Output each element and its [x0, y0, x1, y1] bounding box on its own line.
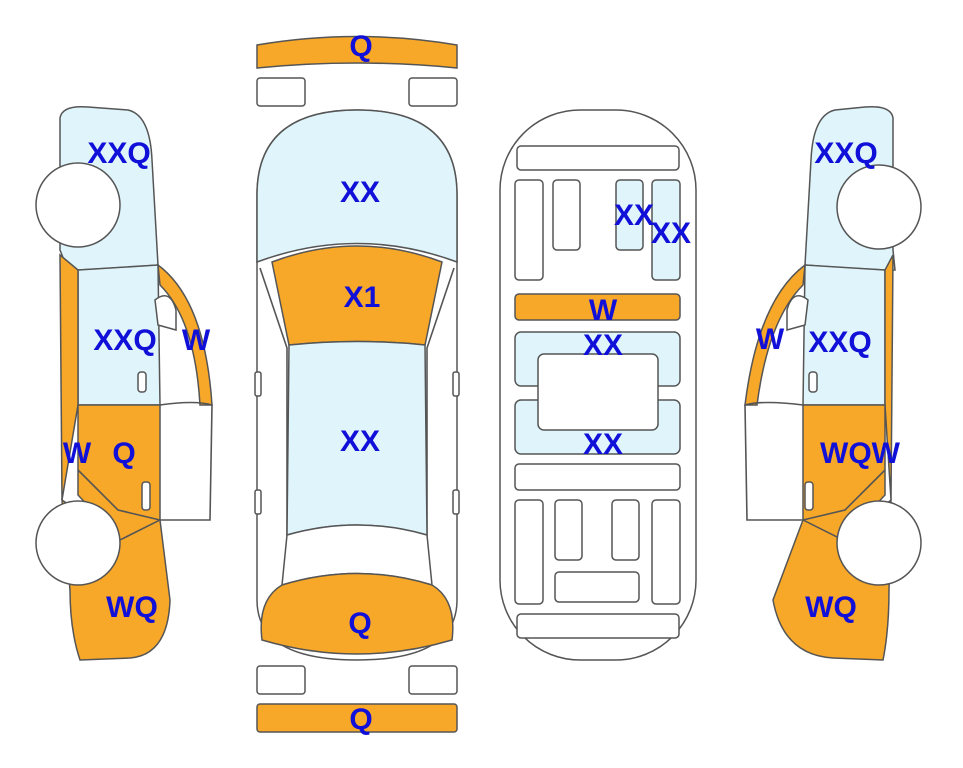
label-interior-front-seat-b: XX [651, 217, 691, 250]
dashboard[interactable] [514, 293, 681, 321]
right-front-wheel [836, 164, 922, 250]
label-left-front-fender: XXQ [87, 137, 150, 170]
label-roof: XX [340, 425, 380, 458]
rear-left-lamp [256, 665, 306, 695]
rear-right-lamp [408, 665, 458, 695]
left-a-pillar[interactable] [157, 263, 213, 406]
label-left-rocker: W [63, 437, 92, 470]
label-front-bumper: Q [349, 30, 372, 63]
label-right-front-door: XXQ [808, 326, 871, 359]
front-bumper[interactable] [256, 35, 458, 69]
label-trunk: Q [348, 607, 371, 640]
label-right-a-pillar: W [756, 323, 785, 356]
label-left-rear-door: Q [112, 437, 135, 470]
label-rear-bumper: Q [349, 703, 372, 736]
label-left-a-pillar: W [182, 324, 211, 357]
label-right-front-fender: XXQ [814, 137, 877, 170]
label-interior-dash: W [589, 294, 618, 327]
left-rear-wheel [35, 500, 121, 586]
top-view [254, 35, 460, 733]
label-interior-front-seat-a: XX [614, 199, 654, 232]
label-right-rear-door: WQW [820, 437, 901, 470]
label-right-rear-quarter: WQ [805, 591, 857, 624]
label-left-rear-quarter: WQ [106, 591, 158, 624]
label-interior-floor-rear: XX [583, 428, 623, 461]
rear-bumper[interactable] [256, 703, 458, 733]
hood[interactable] [256, 109, 458, 264]
front-seat-a[interactable] [615, 179, 644, 251]
front-right-lamp [408, 77, 458, 107]
right-a-pillar[interactable] [744, 263, 806, 406]
right-side-view [744, 105, 922, 661]
console [537, 353, 659, 431]
label-left-front-door: XXQ [93, 324, 156, 357]
label-interior-floor-front: XX [583, 329, 623, 362]
front-left-lamp [256, 77, 306, 107]
label-windshield: X1 [344, 281, 381, 314]
trunk[interactable] [260, 572, 454, 655]
right-rear-wheel [836, 500, 922, 586]
left-side-view [35, 105, 213, 661]
damage-labels: Q XX X1 XX Q Q XXQ XXQ W W Q WQ XXQ W XX… [63, 30, 901, 736]
front-seat-b[interactable] [651, 179, 681, 281]
interior-view [499, 109, 697, 661]
label-hood: XX [340, 176, 380, 209]
left-front-wheel [35, 162, 121, 248]
